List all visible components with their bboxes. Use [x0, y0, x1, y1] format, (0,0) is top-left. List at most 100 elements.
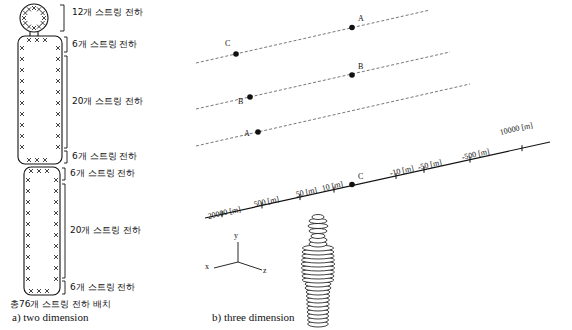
charge-mark: [26, 233, 30, 237]
charge-mark: [42, 16, 46, 20]
bracket: [60, 5, 64, 31]
bracket: [64, 37, 67, 52]
body-2d: [18, 4, 62, 295]
bracket: [62, 184, 65, 278]
charge-mark: [26, 277, 30, 281]
charge-mark: [20, 123, 24, 127]
axis-name: x: [205, 262, 209, 272]
y-axis: [238, 242, 239, 262]
distance-tick: 10000 [m]: [499, 121, 534, 138]
point: [233, 51, 239, 57]
axis-ticks: [222, 145, 522, 217]
neck: [29, 32, 30, 36]
charge-mark: [56, 68, 60, 72]
charge-mark: [54, 255, 58, 259]
distance-tick: -50 [m]: [417, 158, 443, 173]
charge-count: 총76개 스트링 전하 배치: [10, 299, 111, 310]
brackets: [60, 5, 67, 294]
head-slice: [312, 215, 324, 220]
charge-mark: [54, 200, 58, 204]
charge-mark: [26, 200, 30, 204]
body-3d: [301, 215, 335, 328]
charge-mark: [56, 46, 60, 50]
charge-mark: [43, 38, 47, 42]
charge-count: 20개 스트링 전하: [72, 96, 143, 107]
charge-marks: [20, 6, 60, 293]
charge-mark: [45, 289, 49, 293]
charge-count: 6개 스트링 전하: [70, 168, 135, 179]
charge-mark: [56, 57, 60, 61]
bracket: [64, 151, 67, 163]
charge-mark: [41, 21, 45, 25]
dashed-line: [196, 52, 450, 109]
charge-mark: [56, 123, 60, 127]
head-slice: [309, 229, 327, 234]
distance-tick: 10 [m]: [321, 179, 344, 194]
charge-mark: [20, 90, 24, 94]
charge-mark: [20, 68, 24, 72]
charge-mark: [54, 211, 58, 215]
charge-mark: [20, 112, 24, 116]
charge-mark: [20, 79, 24, 83]
charge-mark: [22, 16, 26, 20]
dashed-line: [196, 10, 430, 63]
charge-mark: [20, 145, 24, 149]
charge-mark: [32, 26, 36, 30]
point: [349, 72, 355, 78]
charge-mark: [56, 79, 60, 83]
bracket: [62, 168, 65, 180]
charge-mark: [56, 134, 60, 138]
charge-mark: [23, 21, 27, 25]
charge-mark: [35, 158, 39, 162]
x-axis: [214, 262, 238, 268]
charge-mark: [26, 266, 30, 270]
charge-mark: [54, 189, 58, 193]
charge-mark: [26, 222, 30, 226]
charge-mark: [45, 169, 49, 173]
point: [255, 129, 261, 135]
ground-axis: [205, 142, 550, 218]
charge-mark: [56, 90, 60, 94]
charge-mark: [27, 25, 31, 29]
distance-tick: 20000 [m]: [207, 205, 242, 222]
charge-mark: [54, 178, 58, 182]
charge-mark: [37, 169, 41, 173]
z-axis: [238, 262, 262, 270]
charge-mark: [27, 158, 31, 162]
charge-mark: [32, 6, 36, 10]
charge-mark: [26, 211, 30, 215]
charge-count: 20개 스트링 전하: [70, 225, 141, 236]
charge-count: 6개 스트링 전하: [70, 282, 135, 293]
charge-mark: [20, 101, 24, 105]
neck: [37, 32, 38, 36]
charge-mark: [56, 112, 60, 116]
dashed-line: [196, 84, 470, 146]
point: [247, 94, 253, 100]
point: [349, 182, 355, 188]
charge-mark: [26, 178, 30, 182]
charge-count: 6개 스트링 전하: [72, 39, 137, 50]
observation-lines: [196, 10, 470, 146]
charge-mark: [26, 189, 30, 193]
distance-tick: 500 [m]: [253, 194, 280, 209]
point: [349, 25, 355, 31]
charge-mark: [23, 11, 27, 15]
charge-count: 12개 스트링 전하: [72, 7, 143, 18]
charge-mark: [27, 7, 31, 11]
axis-triad: [214, 242, 262, 270]
charge-mark: [56, 101, 60, 105]
charge-mark: [29, 289, 33, 293]
head-outline: [20, 4, 48, 32]
head-slice: [308, 224, 328, 229]
charge-mark: [20, 134, 24, 138]
charge-mark: [20, 46, 24, 50]
caption: b) three dimension: [212, 311, 294, 324]
charge-count: 6개 스트링 전하: [72, 151, 137, 162]
axis-name: y: [234, 231, 238, 241]
charge-mark: [20, 57, 24, 61]
charge-mark: [41, 11, 45, 15]
point-label: B: [358, 62, 363, 72]
tick: [522, 145, 523, 151]
